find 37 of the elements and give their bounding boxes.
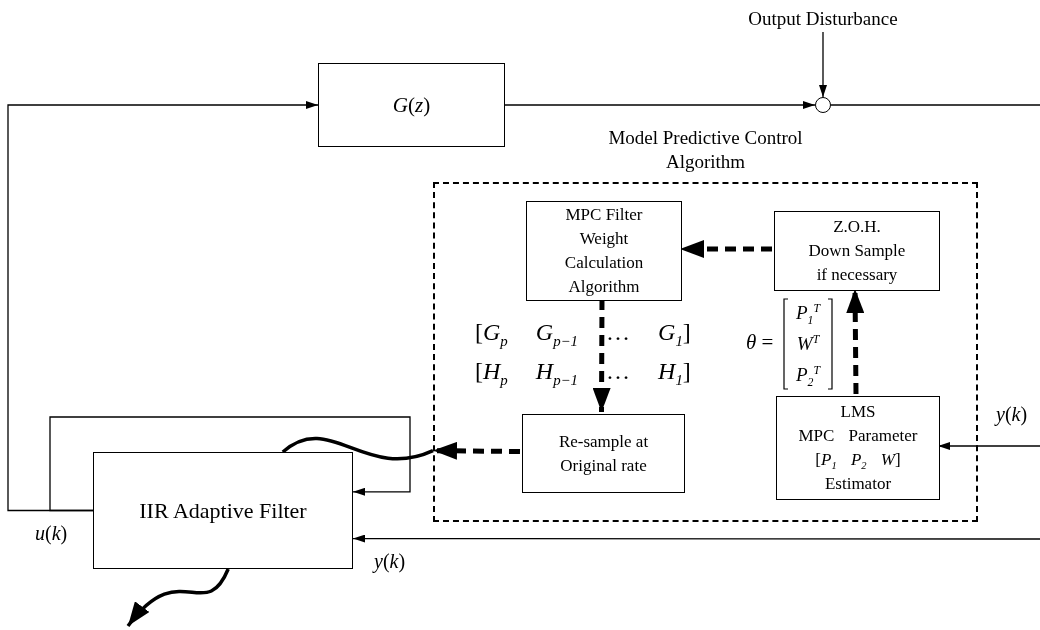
matrix-row: [H$_{p}$ H$_{p−1}$ … H$_{1}$] bbox=[475, 357, 691, 386]
box-text: Down Sample if necessary bbox=[808, 240, 906, 286]
arrow bbox=[680, 240, 772, 258]
arrow bbox=[504, 101, 816, 109]
signal-label: u(k) bbox=[35, 521, 68, 545]
arrow bbox=[49, 416, 411, 512]
region-heading: Model Predictive Control Algorithm bbox=[607, 126, 804, 174]
arrow bbox=[7, 101, 319, 512]
arrow bbox=[352, 534, 1040, 543]
connector-line bbox=[830, 104, 1040, 106]
process-box bbox=[774, 211, 940, 291]
box-text: MPC Filter Weight Calculation Algorithm bbox=[563, 204, 645, 298]
matrix-entry: W$^{T}$ bbox=[796, 331, 820, 356]
arrow bbox=[432, 441, 521, 460]
arrow bbox=[819, 31, 827, 98]
process-box bbox=[522, 414, 685, 493]
edge-label: y(k) bbox=[994, 403, 1030, 426]
box-text: Re-sample at Original rate bbox=[557, 430, 650, 477]
box-text: Estimator bbox=[824, 473, 892, 495]
process-box bbox=[93, 452, 353, 569]
box-text: MPC Parameter bbox=[798, 425, 918, 447]
arrow bbox=[126, 568, 230, 628]
process-box bbox=[526, 201, 682, 301]
box-text: G(z) bbox=[392, 91, 431, 119]
box-text: Output Disturbance bbox=[748, 7, 898, 31]
summing-junction bbox=[815, 97, 831, 113]
box-text: [P$_{1}$ P$_{2}$ W] bbox=[815, 449, 901, 472]
equation-label: θ = bbox=[746, 330, 774, 356]
box-text: LMS bbox=[840, 401, 876, 423]
process-box bbox=[318, 63, 505, 147]
edge-label: y(k) bbox=[372, 550, 408, 573]
process-box bbox=[776, 396, 940, 500]
box-text: IIR Adaptive Filter bbox=[139, 496, 307, 525]
matrix-row: [G$_{p}$ G$_{p−1}$ … G$_{1}$] bbox=[475, 318, 691, 347]
box-text: Z.O.H. bbox=[833, 216, 881, 238]
connector-line bbox=[281, 436, 434, 461]
arrow bbox=[592, 299, 611, 412]
